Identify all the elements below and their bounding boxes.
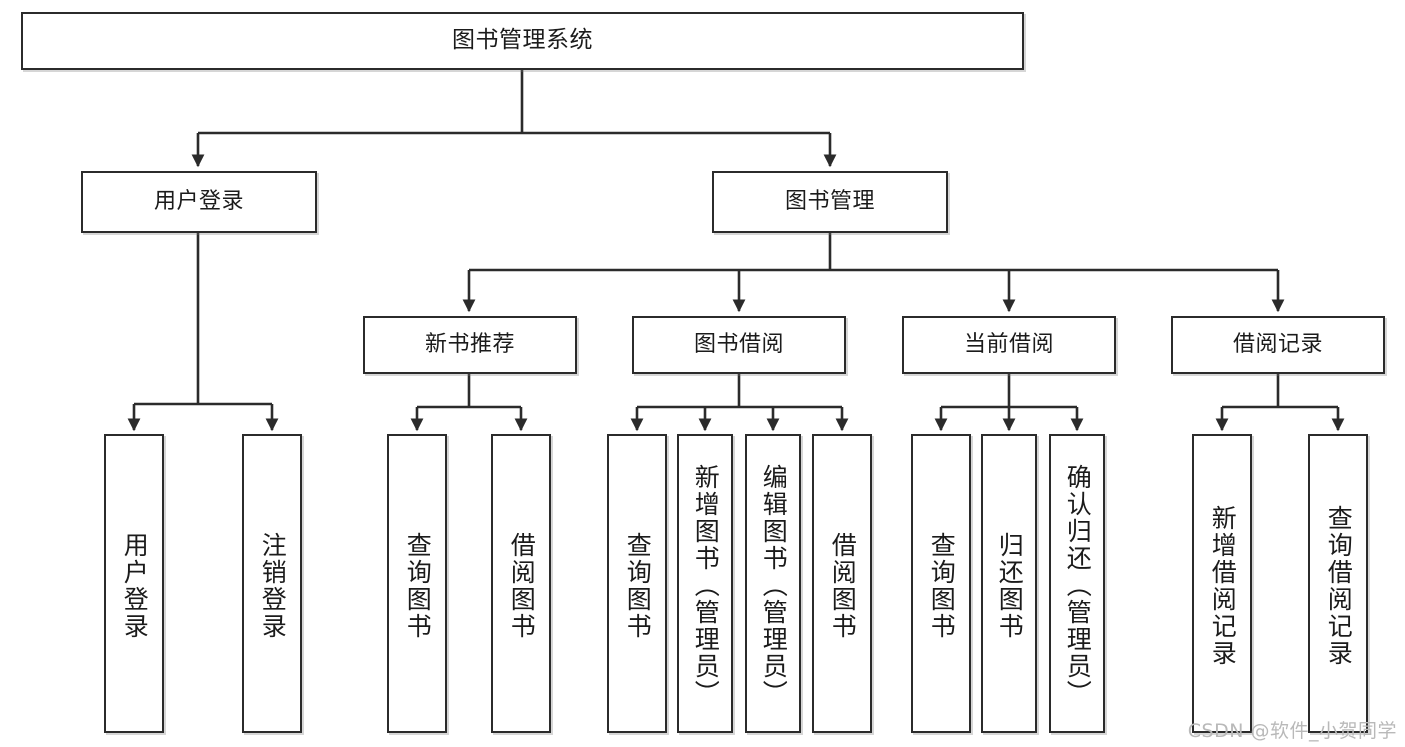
node-label: 查询图书	[927, 531, 957, 640]
leaf-records-add-record[interactable]: 新增借阅记录	[1192, 434, 1252, 733]
node-label: 借阅记录	[1232, 331, 1323, 357]
node-label: 新书推荐	[424, 331, 515, 357]
node-label: 用户登录	[153, 188, 244, 214]
node-label: 图书借阅	[693, 331, 784, 357]
leaf-borrow-borrow-books[interactable]: 借阅图书	[812, 434, 872, 733]
node-label: 归还图书	[995, 531, 1025, 640]
node-label: 查询图书	[403, 531, 433, 640]
node-root-book-management-system[interactable]: 图书管理系统	[21, 12, 1024, 70]
leaf-new-book-borrow-books[interactable]: 借阅图书	[491, 434, 551, 733]
node-label: 用户登录	[120, 531, 150, 640]
leaf-current-query-books[interactable]: 查询图书	[911, 434, 971, 733]
node-book-borrowing[interactable]: 图书借阅	[632, 316, 846, 374]
node-label: 编辑图书（管理员）	[759, 464, 789, 707]
node-label: 查询借阅记录	[1324, 504, 1354, 667]
leaf-current-return-books[interactable]: 归还图书	[981, 434, 1037, 733]
leaf-records-query-record[interactable]: 查询借阅记录	[1308, 434, 1368, 733]
node-user-login[interactable]: 用户登录	[81, 171, 317, 233]
node-label: 图书管理系统	[452, 27, 593, 54]
node-label: 当前借阅	[963, 331, 1054, 357]
node-label: 借阅图书	[507, 531, 537, 640]
node-label: 查询图书	[623, 531, 653, 640]
leaf-borrow-add-book-admin[interactable]: 新增图书（管理员）	[677, 434, 733, 733]
leaf-user-login-signin[interactable]: 用户登录	[104, 434, 164, 733]
node-borrow-records[interactable]: 借阅记录	[1171, 316, 1385, 374]
node-label: 新增图书（管理员）	[691, 464, 721, 707]
node-new-book-recommendation[interactable]: 新书推荐	[363, 316, 577, 374]
leaf-borrow-edit-book-admin[interactable]: 编辑图书（管理员）	[745, 434, 801, 733]
node-label: 借阅图书	[828, 531, 858, 640]
node-label: 新增借阅记录	[1208, 504, 1238, 667]
node-label: 图书管理	[784, 188, 875, 214]
leaf-user-login-signout[interactable]: 注销登录	[242, 434, 302, 733]
leaf-borrow-query-books[interactable]: 查询图书	[607, 434, 667, 733]
leaf-current-confirm-return-admin[interactable]: 确认归还（管理员）	[1049, 434, 1105, 733]
leaf-new-book-query-books[interactable]: 查询图书	[387, 434, 447, 733]
node-current-borrowing[interactable]: 当前借阅	[902, 316, 1116, 374]
node-label: 注销登录	[258, 531, 288, 640]
node-book-management[interactable]: 图书管理	[712, 171, 948, 233]
node-label: 确认归还（管理员）	[1063, 464, 1093, 707]
